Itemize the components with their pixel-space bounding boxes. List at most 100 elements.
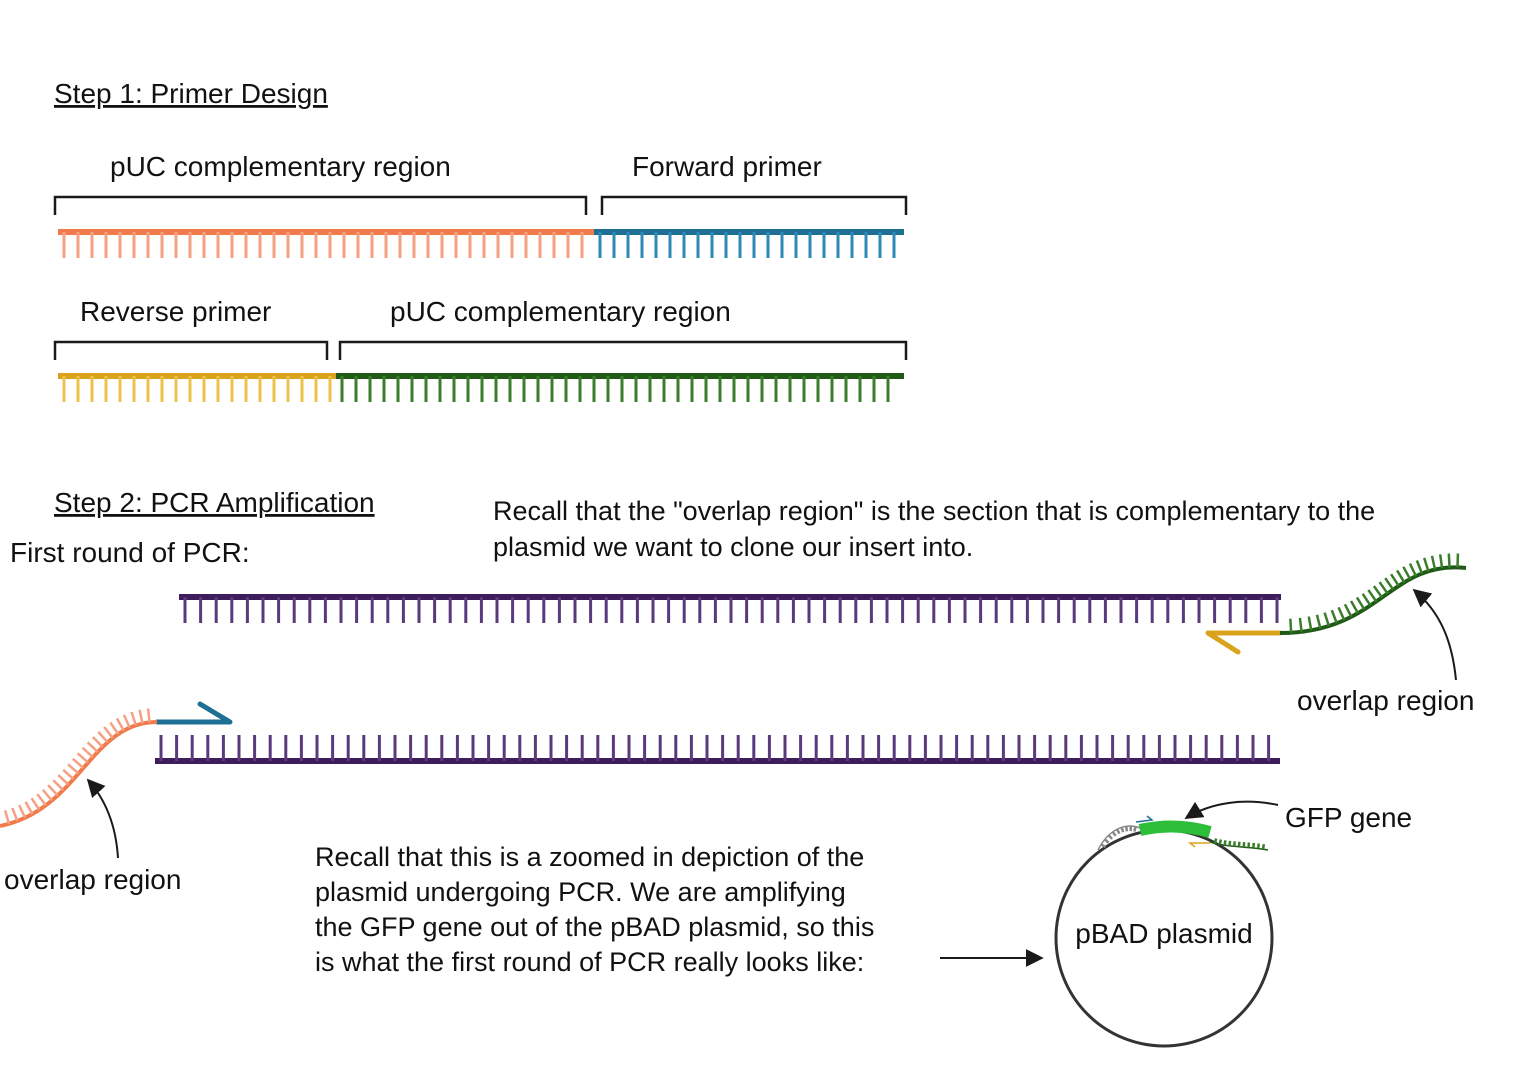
strand-base — [1396, 569, 1406, 584]
bracket-forward — [600, 195, 908, 215]
strand-base — [18, 804, 27, 819]
strand-base — [97, 731, 109, 744]
puc-complementary-region-label-bottom: pUC complementary region — [390, 296, 731, 327]
strand-base — [146, 708, 151, 723]
strand-base — [30, 797, 41, 811]
strand-base — [76, 752, 89, 764]
forward-primer-annealed — [154, 701, 233, 725]
strand-base — [1402, 566, 1412, 580]
bracket-reverse — [53, 340, 329, 360]
template-strand-bottom — [155, 735, 1280, 764]
strand-base — [1430, 555, 1437, 570]
strand-base — [1343, 603, 1353, 618]
recall-overlap-note: Recall that the "overlap region" is the … — [493, 496, 1383, 562]
puc-region-strand-bottom — [336, 373, 904, 402]
strand-base — [1415, 560, 1424, 574]
gfp-gene-segment — [1138, 820, 1212, 838]
plasmid-primer-strand-left — [1097, 825, 1141, 851]
strand-base — [1133, 826, 1137, 832]
primer-strand-reverse — [58, 373, 904, 402]
forward-primer-label: Forward primer — [632, 151, 822, 182]
strand-base — [1100, 843, 1107, 849]
overlap-left-arrow — [86, 778, 119, 859]
strand-base — [71, 757, 85, 769]
strand-backbone — [0, 720, 158, 828]
strand-base — [1289, 618, 1293, 633]
forward-primer-strand — [594, 229, 904, 258]
bracket-puc-bottom — [338, 340, 908, 360]
first-round-label: First round of PCR: — [10, 537, 250, 568]
strand-base — [1261, 843, 1266, 850]
strand-base — [1228, 840, 1232, 846]
recall-overlap-line-2: plasmid we want to clone our insert into… — [493, 532, 973, 562]
strand-base — [91, 736, 104, 748]
reverse-primer-strand — [58, 373, 340, 402]
overlap-region-label-left: overlap region — [4, 864, 181, 895]
overlap-region-label-right: overlap region — [1297, 685, 1474, 716]
strand-base — [109, 721, 120, 735]
primer-strand-forward — [58, 229, 904, 258]
strand-base — [103, 726, 114, 739]
gfp-gene-label: GFP gene — [1285, 802, 1412, 833]
strand-base — [62, 768, 75, 781]
strand-base — [1223, 840, 1227, 846]
strand-base — [1256, 843, 1260, 849]
zoom-note-line-1: Recall that this is a zoomed in depictio… — [315, 842, 864, 872]
strand-base — [67, 763, 80, 775]
strand-base — [1107, 834, 1113, 840]
plasmid-reverse-primer-mark — [1187, 842, 1210, 848]
strand-base — [1103, 838, 1110, 844]
strand-base — [36, 793, 47, 807]
strand-base — [1218, 839, 1223, 845]
strand-base — [1367, 589, 1378, 603]
strand-base — [1384, 577, 1395, 591]
pbad-plasmid-label: pBAD plasmid — [1075, 918, 1252, 949]
strand-base — [1372, 585, 1384, 599]
reverse-primer-annealed — [1205, 630, 1283, 655]
strand-base — [138, 709, 144, 724]
strand-base — [122, 714, 131, 729]
strand-base — [1116, 828, 1121, 835]
puc-region-strand-top — [58, 229, 596, 258]
plasmid-primer-strand-right — [1209, 838, 1269, 851]
strand-base — [1337, 606, 1346, 621]
strand-base — [1111, 831, 1117, 837]
overlap-tail-left — [0, 708, 158, 828]
strand-base — [1330, 609, 1338, 624]
strand-base — [1423, 557, 1430, 572]
reverse-primer-label: Reverse primer — [80, 296, 271, 327]
strand-base — [47, 784, 59, 797]
strand-base — [24, 801, 34, 815]
strand-base — [41, 789, 53, 802]
template-strand-top — [179, 594, 1281, 623]
zoom-explanation-note: Recall that this is a zoomed in depictio… — [315, 842, 882, 977]
strand-base — [115, 717, 125, 732]
puc-complementary-region-label-top: pUC complementary region — [110, 151, 451, 182]
strand-base — [1323, 612, 1331, 627]
gfp-gene-arrow — [1184, 800, 1279, 819]
strand-base — [52, 779, 65, 792]
strand-base — [11, 807, 19, 822]
strand-base — [1120, 827, 1125, 833]
strand-base — [1298, 617, 1303, 632]
strand-base — [1307, 616, 1313, 631]
recall-overlap-line-1: Recall that the "overlap region" is the … — [493, 496, 1375, 526]
strand-base — [3, 810, 11, 825]
step2-heading: Step 2: PCR Amplification — [54, 487, 375, 518]
strand-base — [1213, 838, 1218, 844]
overlap-tail-right — [1279, 553, 1467, 635]
strand-backbone — [1279, 565, 1467, 635]
strand-base — [1408, 562, 1418, 577]
step1-heading: Step 1: Primer Design — [54, 78, 328, 109]
strand-base — [1124, 826, 1129, 832]
strand-base — [1378, 581, 1389, 595]
strand-base — [57, 774, 70, 786]
strand-base — [1447, 553, 1451, 568]
strand-base — [1361, 593, 1372, 607]
strand-base — [81, 746, 94, 759]
zoom-note-line-3: the GFP gene out of the pBAD plasmid, so… — [315, 912, 874, 942]
zoom-note-line-4: is what the first round of PCR really lo… — [315, 947, 864, 977]
strand-base — [130, 711, 138, 726]
strand-base — [1315, 614, 1322, 629]
